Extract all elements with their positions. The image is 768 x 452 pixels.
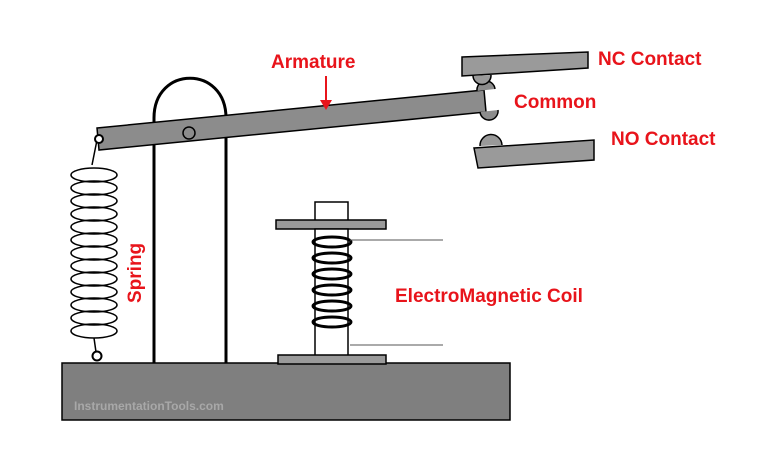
watermark: InstrumentationTools.com [74, 399, 224, 413]
coil-core-top [314, 201, 349, 222]
pivot-support [152, 76, 228, 363]
electromagnetic-coil [275, 201, 443, 365]
label-coil: ElectroMagnetic Coil [395, 286, 583, 307]
spring-anchor-bottom [91, 350, 103, 362]
armature-pivot [182, 126, 196, 140]
spring-anchor-top [94, 134, 104, 144]
spring [70, 139, 118, 353]
no-contact [473, 133, 595, 169]
coil-top-plate [275, 219, 387, 230]
label-armature: Armature [271, 52, 355, 73]
nc-contact [461, 51, 589, 86]
label-no-contact: NO Contact [611, 129, 716, 150]
armature-arrow [320, 76, 332, 110]
coil-bottom-plate [277, 354, 387, 365]
label-spring: Spring [125, 243, 146, 303]
coil-winding [311, 235, 353, 329]
label-nc-contact: NC Contact [598, 49, 702, 70]
base-block [61, 362, 511, 421]
label-common: Common [514, 92, 596, 113]
